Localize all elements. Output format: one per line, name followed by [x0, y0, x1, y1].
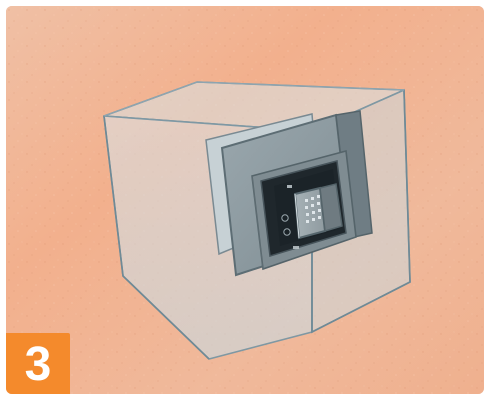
step-number-badge: 3	[6, 333, 70, 394]
illustration-card: 3	[6, 6, 484, 394]
step-number: 3	[25, 341, 52, 389]
wall-safe-illustration	[6, 6, 484, 394]
